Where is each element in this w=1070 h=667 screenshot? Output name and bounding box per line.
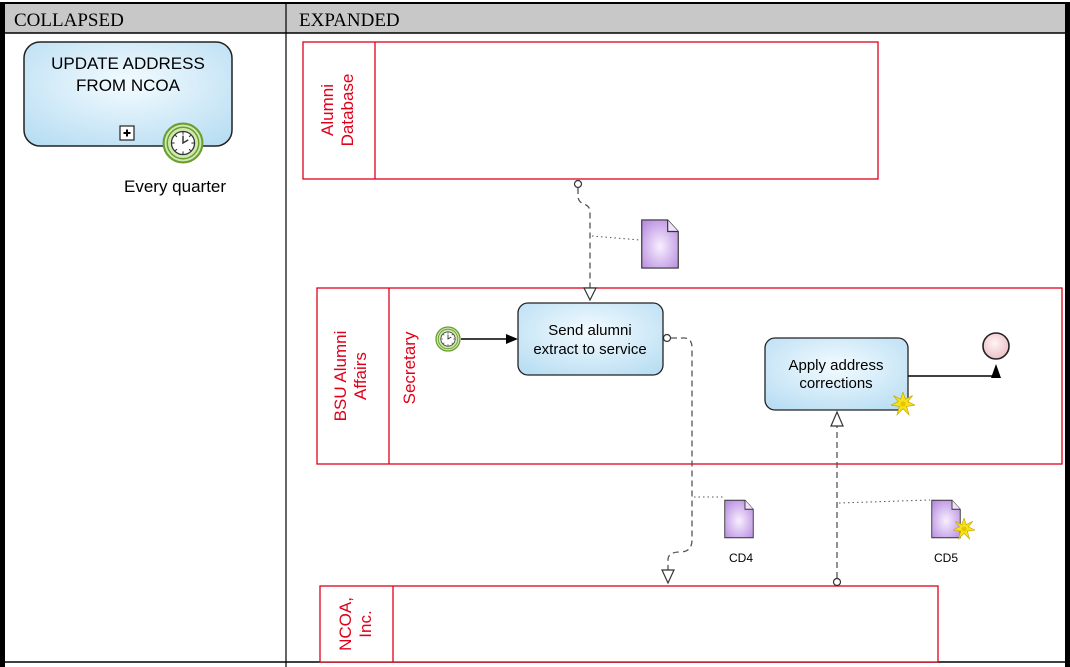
task-label-send-line1: Send alumni <box>548 322 631 339</box>
data-object-icon <box>724 499 754 539</box>
timer-icon <box>162 122 204 164</box>
pool-ncoa: NCOA, Inc. <box>319 585 939 663</box>
data-object-cd5[interactable]: CD5 <box>931 499 975 565</box>
header-expanded: EXPANDED <box>299 10 400 31</box>
data-object-label-cd4: CD4 <box>729 551 753 565</box>
pool-label-alumni-line1: Alumni <box>318 84 337 136</box>
plus-marker-icon[interactable] <box>119 125 135 141</box>
pool-alumni-database: Alumni Database <box>302 41 879 180</box>
sequence-flow-start-to-send <box>461 334 518 344</box>
task-label-send-line2: extract to service <box>533 341 646 358</box>
message-flow-send-to-ncoa <box>661 333 693 585</box>
task-apply-address-corrections[interactable]: Apply address corrections <box>764 337 915 416</box>
data-object-icon[interactable] <box>641 219 679 269</box>
collapsed-subprocess[interactable]: UPDATE ADDRESS FROM NCOA Every quarter <box>23 41 233 196</box>
timer-label: Every quarter <box>124 177 226 196</box>
message-flow-ncoa-to-apply <box>830 410 844 587</box>
subprocess-label-line2: FROM NCOA <box>76 76 181 95</box>
pool-label-alumni-line2: Database <box>338 74 357 147</box>
subprocess-label-line1: UPDATE ADDRESS <box>51 54 205 73</box>
data-object-icon <box>931 499 961 539</box>
data-object-cd4[interactable]: CD4 <box>724 499 754 565</box>
task-label-apply-line2: corrections <box>799 375 872 392</box>
pool-label-ncoa-line1: NCOA, <box>336 597 355 651</box>
task-label-apply-line1: Apply address <box>788 357 883 374</box>
timer-start-event-icon[interactable] <box>435 326 461 352</box>
header-row <box>0 3 1070 33</box>
pool-label-bsu-line1: BSU Alumni <box>331 331 350 422</box>
header-collapsed: COLLAPSED <box>14 10 124 31</box>
pool-label-bsu-line2: Affairs <box>351 352 370 400</box>
task-send-alumni-extract[interactable]: Send alumni extract to service <box>517 302 664 376</box>
associations <box>591 235 931 504</box>
subprocess-box[interactable] <box>23 41 233 147</box>
end-event-icon[interactable] <box>982 332 1010 360</box>
pool-label-ncoa-line2: Inc. <box>356 610 375 637</box>
message-flow-database-to-send <box>573 179 597 302</box>
sequence-flow-apply-to-end <box>908 364 1001 378</box>
lane-label-secretary: Secretary <box>400 331 419 404</box>
data-object-label-cd5: CD5 <box>934 551 958 565</box>
